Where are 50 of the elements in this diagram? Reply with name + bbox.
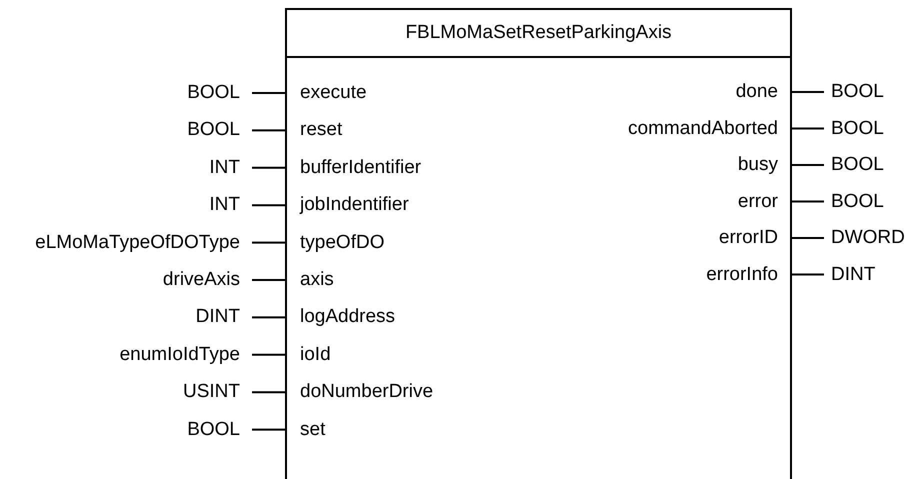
data-type-label: DWORD	[831, 226, 905, 250]
input-pin-label: bufferIdentifier	[300, 156, 422, 180]
input-pin-label: axis	[300, 268, 334, 292]
connector-line	[252, 129, 287, 132]
connector-line	[252, 279, 287, 281]
data-type-label: INT	[209, 156, 240, 180]
data-type-label: driveAxis	[162, 268, 240, 292]
output-pin-label: commandAborted	[628, 116, 778, 140]
connector-line	[252, 354, 287, 356]
output-pin-label: done	[736, 80, 778, 104]
data-type-label: BOOL	[831, 116, 884, 140]
output-pin-label: errorInfo	[706, 262, 778, 286]
connector-line	[252, 316, 287, 318]
input-pin-label: doNumberDrive	[300, 380, 434, 404]
block-title: FBLMoMaSetResetParkingAxis	[405, 20, 672, 45]
data-type-label: DINT	[196, 305, 240, 330]
data-type-label: BOOL	[831, 189, 884, 214]
data-type-label: BOOL	[187, 80, 240, 105]
data-type-label: BOOL	[187, 118, 240, 142]
function-block	[285, 8, 792, 479]
connector-line	[790, 200, 824, 202]
connector-line	[790, 237, 824, 239]
data-type-label: BOOL	[831, 152, 884, 177]
input-pin-label: reset	[300, 118, 342, 142]
data-type-label: BOOL	[831, 80, 884, 104]
data-type-label: USINT	[183, 380, 240, 404]
data-type-label: eLMoMaTypeOfDOType	[35, 230, 240, 254]
connector-line	[790, 91, 824, 93]
data-type-label: DINT	[831, 262, 876, 286]
input-pin-label: typeOfDO	[300, 230, 384, 254]
input-pin-label: execute	[300, 80, 367, 105]
connector-line	[790, 164, 824, 166]
data-type-label: BOOL	[187, 417, 240, 442]
input-pin-label: logAddress	[300, 305, 396, 330]
connector-line	[790, 128, 824, 130]
connector-line	[252, 92, 287, 94]
data-type-label: INT	[209, 192, 240, 217]
input-pin-label: jobIndentifier	[300, 192, 409, 217]
data-type-label: enumIoIdType	[120, 342, 240, 367]
output-pin-label: busy	[738, 152, 778, 177]
output-pin-label: error	[738, 189, 778, 214]
output-pin-label: errorID	[718, 226, 778, 250]
input-pin-label: ioId	[300, 342, 331, 367]
connector-line	[252, 391, 287, 394]
connector-line	[790, 274, 824, 276]
connector-line	[252, 166, 287, 169]
connector-line	[252, 204, 287, 206]
connector-line	[252, 428, 287, 431]
connector-line	[252, 242, 287, 244]
input-pin-label: set	[300, 417, 326, 442]
